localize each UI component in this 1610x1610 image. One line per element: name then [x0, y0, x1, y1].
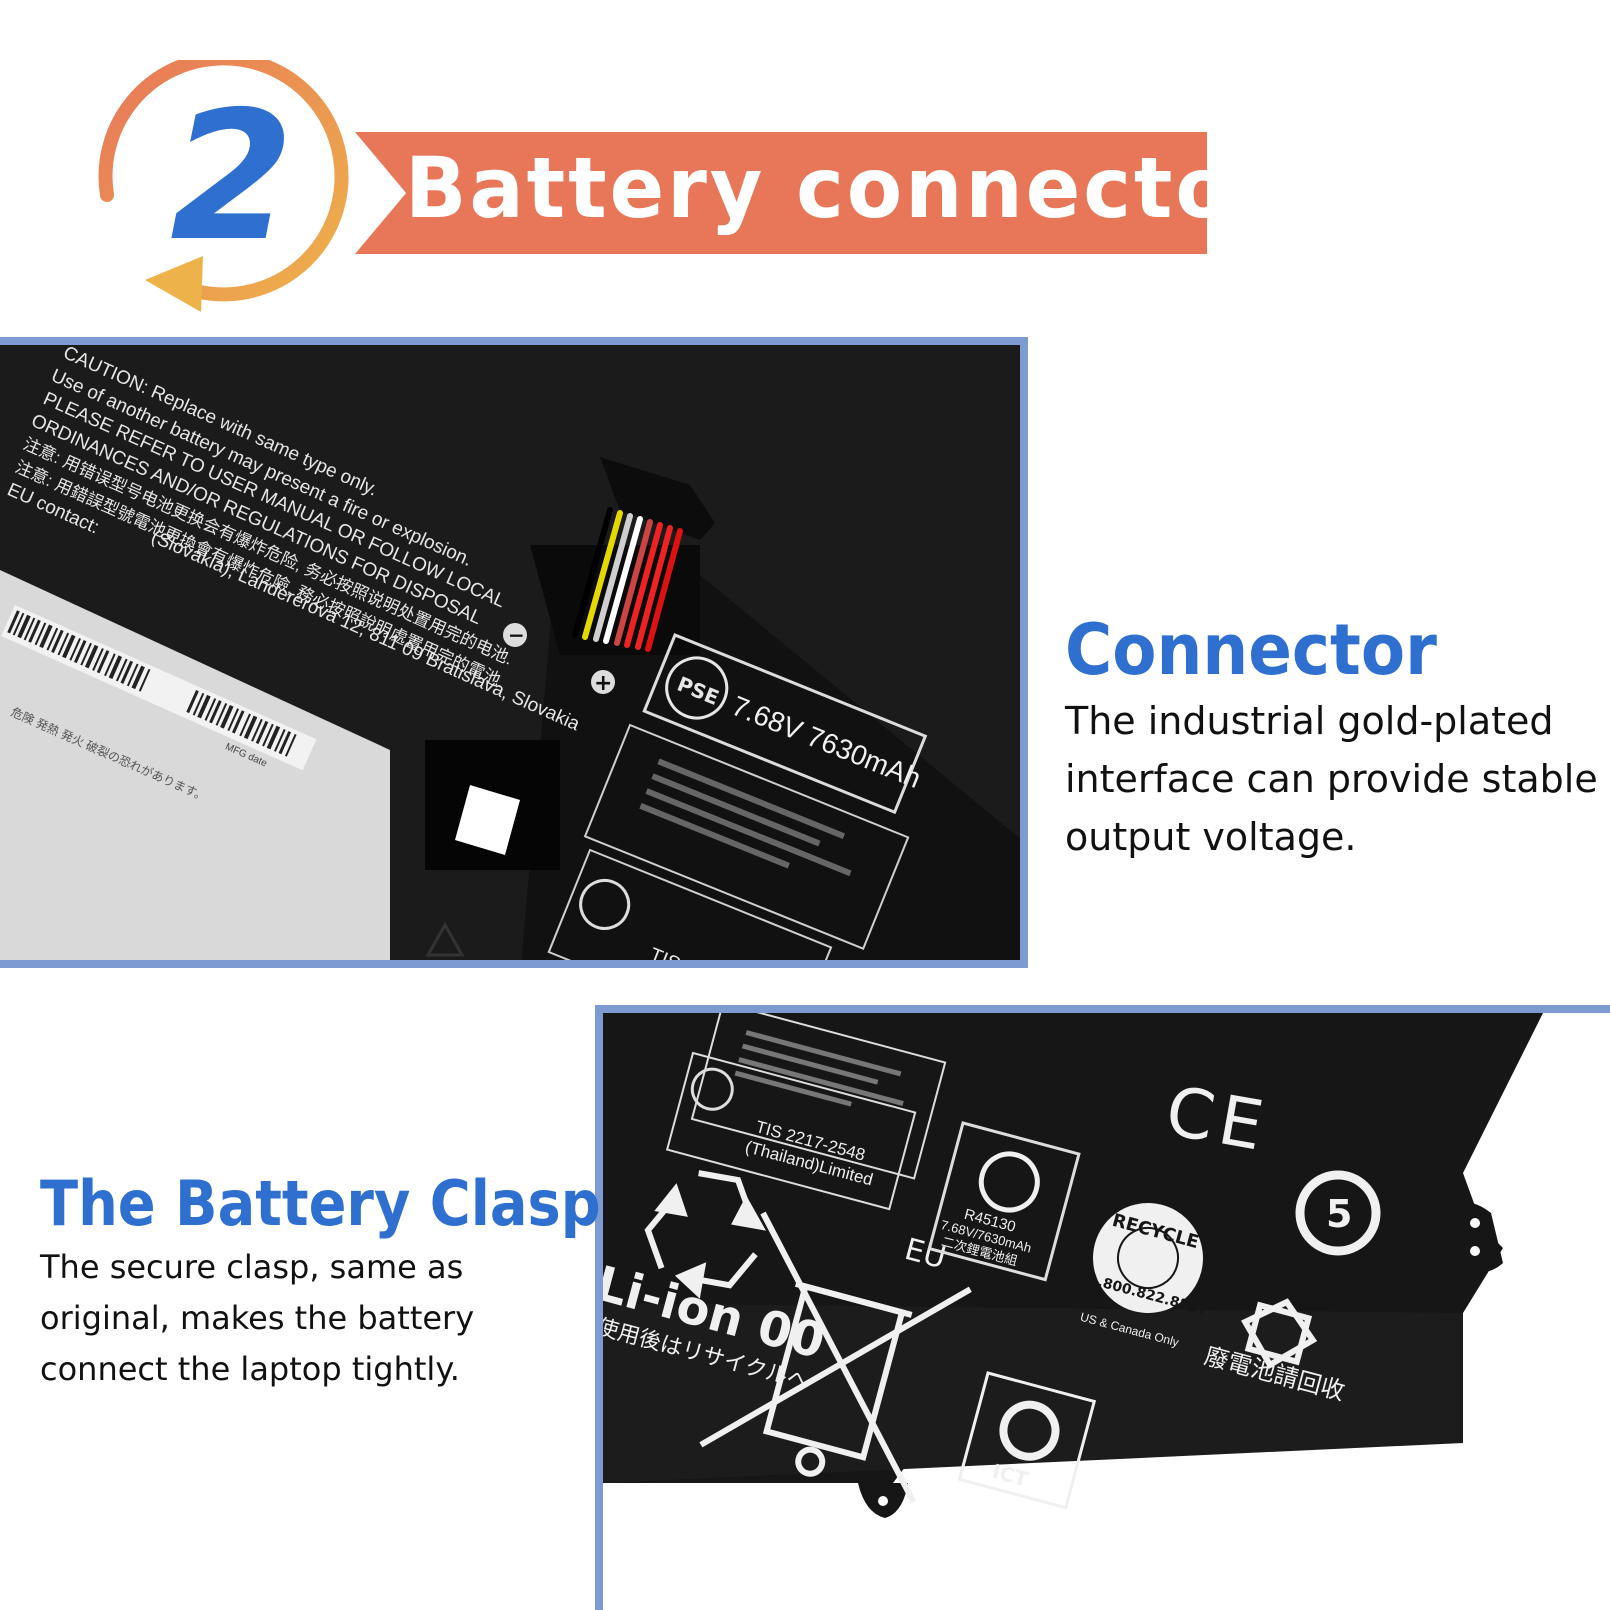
recycle-icon: [644, 1170, 766, 1299]
warning-triangle-icon: [425, 921, 465, 957]
tw-recycle-icon: [1241, 1298, 1318, 1369]
connector-housing: [600, 457, 715, 540]
ict-label: ICT: [957, 1371, 1097, 1510]
svg-text:5: 5: [1326, 1192, 1352, 1236]
feature-title-battery-clasp: The Battery Clasp: [40, 1167, 601, 1240]
feature-description-connector: The industrial gold-plated interface can…: [1065, 699, 1598, 859]
feature-title-connector: Connector: [1065, 609, 1437, 691]
battery-clasp-tab: [1438, 1202, 1503, 1272]
ict-icon: [999, 1400, 1060, 1461]
bsmi-icon: [978, 1151, 1040, 1213]
clasp-photo: TIS 2217-2548 (Thailand)Limited Li-ion 0…: [595, 1005, 1610, 1610]
banner-title: Battery connector: [405, 139, 1277, 237]
barcode: MFG date: [1, 605, 317, 771]
step-number: 2: [170, 73, 294, 280]
title-banner: [355, 132, 1207, 254]
plus-symbol: +: [594, 671, 612, 696]
weee-bin-icon: [699, 1211, 972, 1504]
connector-photo: MFG date 危険 発熱 発火 破裂の恐れがあります。 − + CAUTIO…: [0, 337, 1028, 968]
cert-icon: [579, 878, 631, 930]
connector-wires: [572, 507, 683, 652]
feature-description-battery-clasp: The secure clasp, same as original, make…: [40, 1248, 475, 1388]
circular-arrow-icon: [98, 60, 349, 312]
cert-icon: [690, 1067, 734, 1111]
efup-5-icon: 5: [1295, 1170, 1381, 1256]
minus-symbol: −: [508, 623, 525, 647]
clasp-cutout: [455, 785, 520, 855]
ce-mark: CE: [1160, 1072, 1275, 1168]
